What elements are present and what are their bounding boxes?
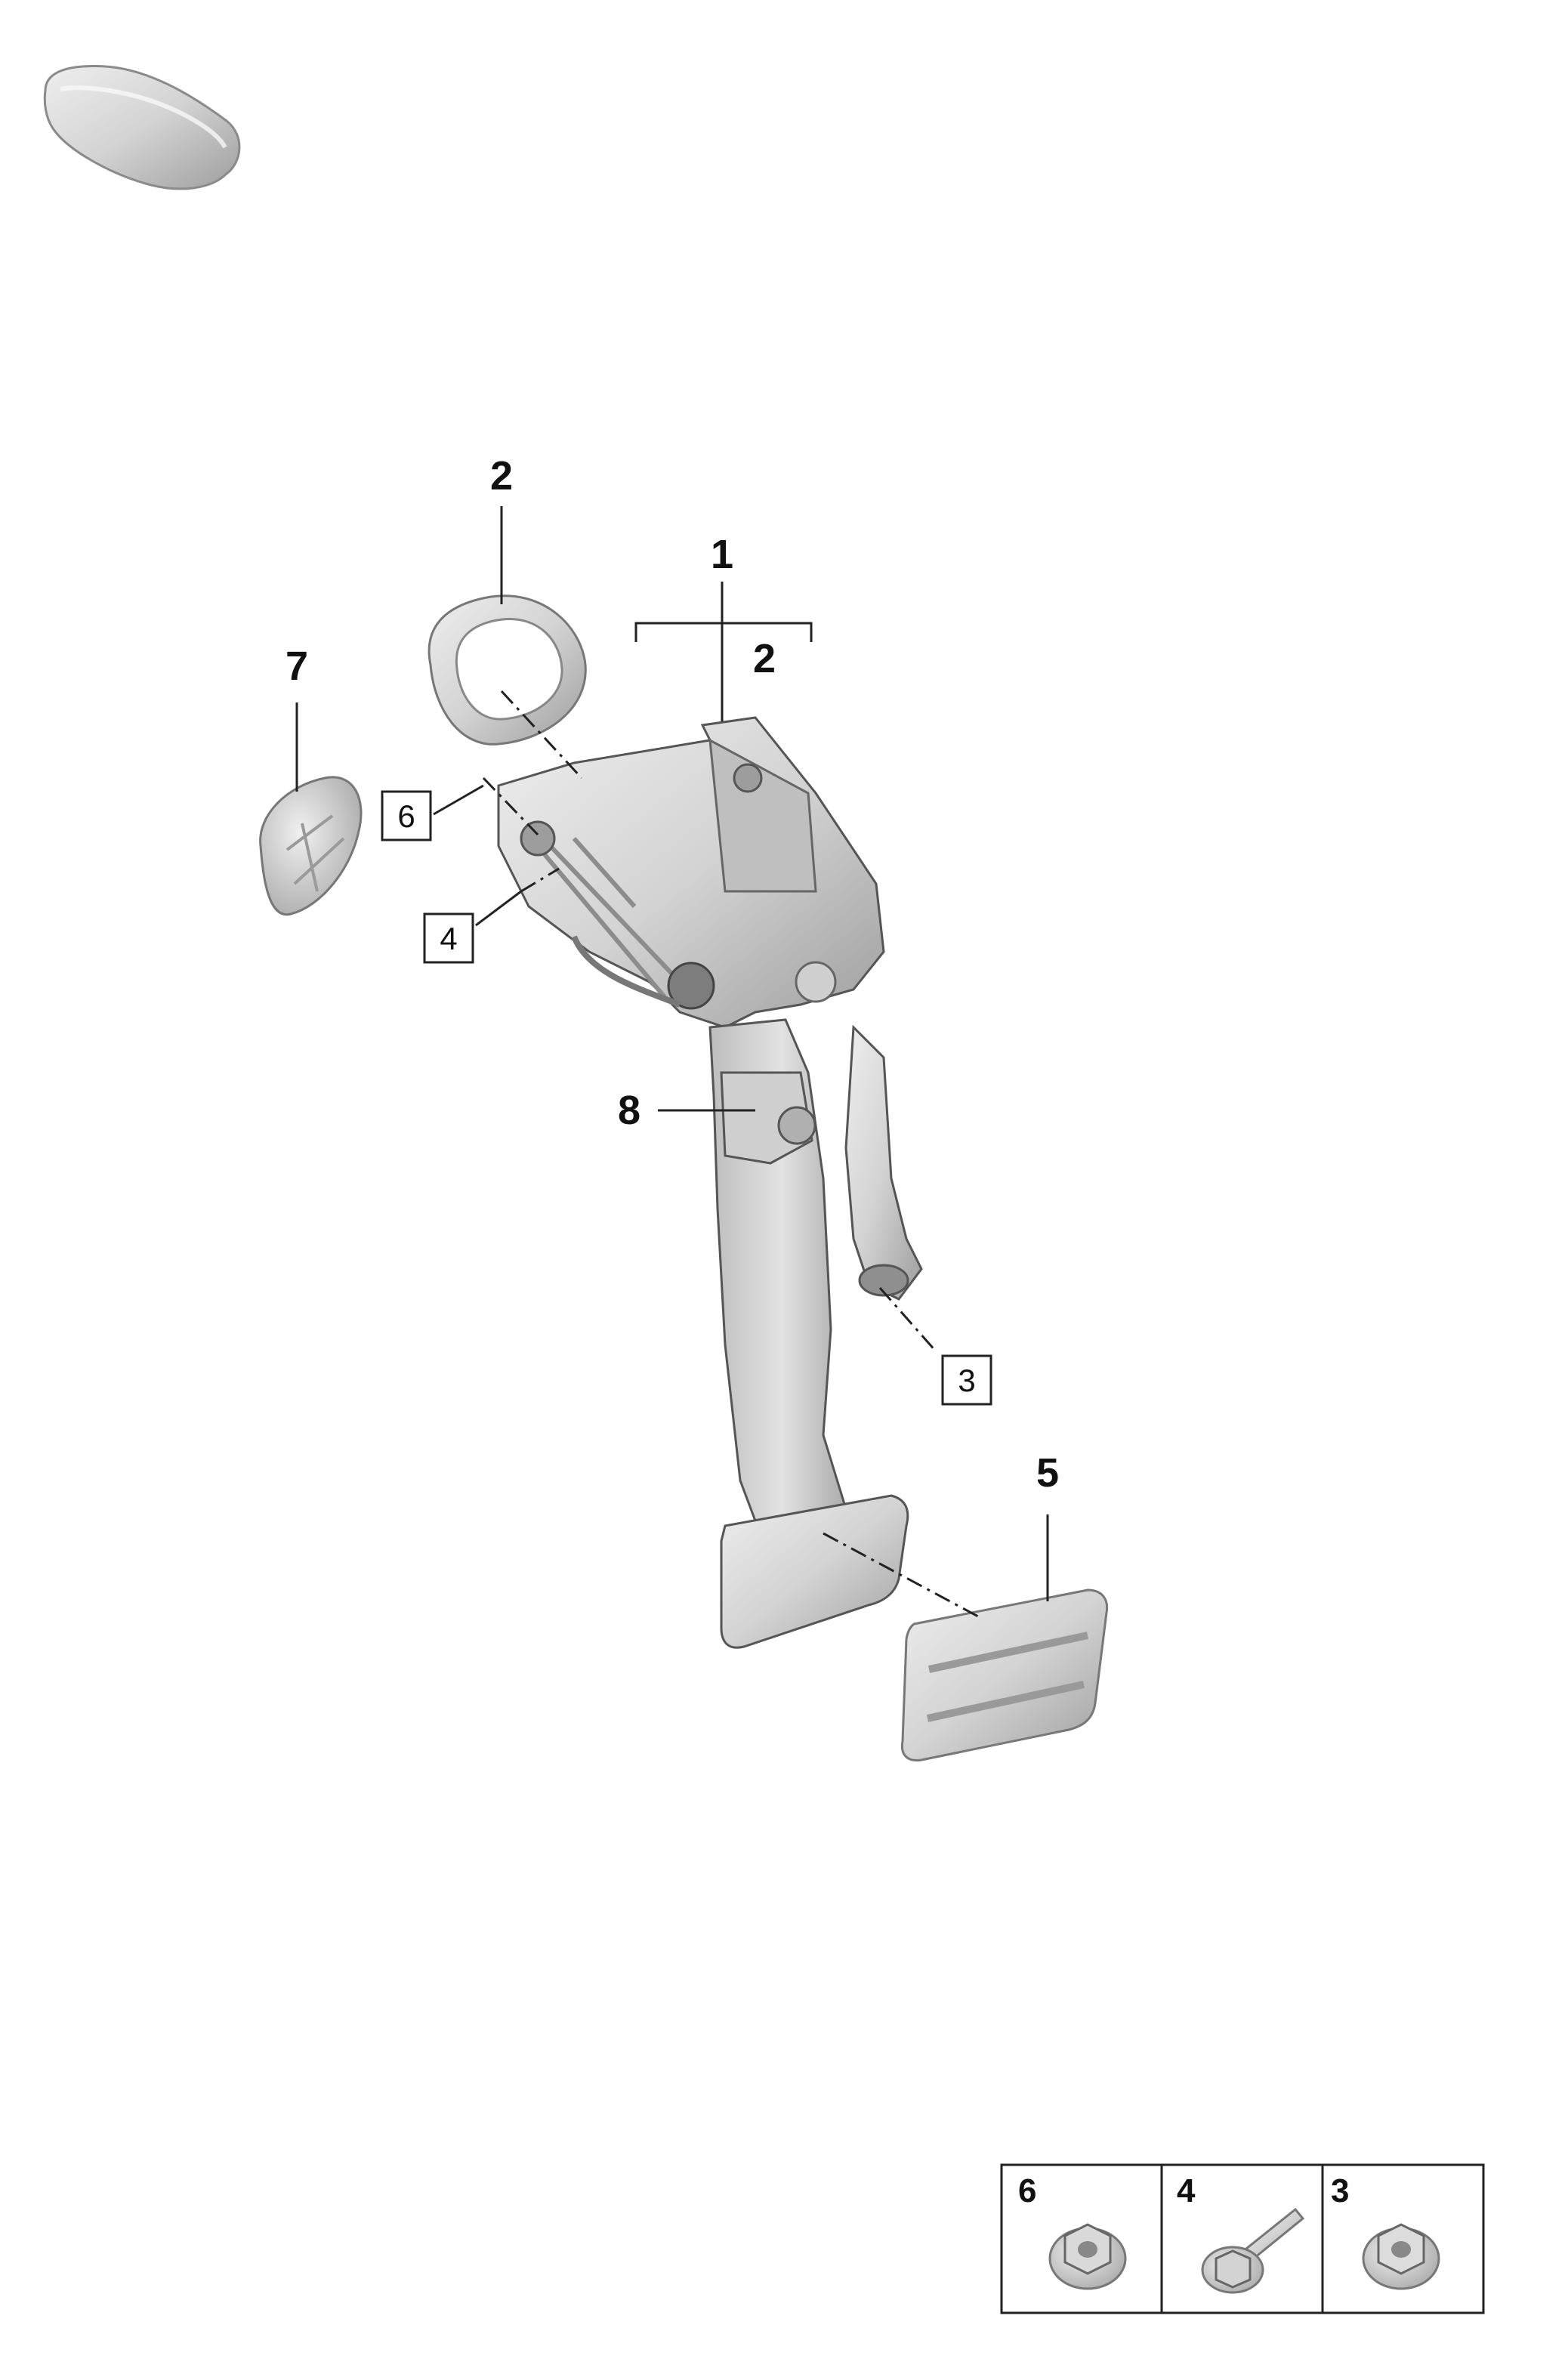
pedal-pad-part (900, 1589, 1109, 1761)
callout-1: 1 (711, 532, 733, 577)
bushing-ring-part (427, 594, 587, 746)
flange-nut-icon (1048, 2223, 1127, 2290)
boxed-label-4: 4 (423, 912, 474, 964)
assembly-line-pad (823, 1532, 979, 1618)
legend-cell-4: 4 (1177, 2172, 1305, 2294)
assembly-line-nut6 (482, 776, 539, 836)
leader-6-box (433, 784, 484, 816)
assembly-line-nut3 (878, 1287, 938, 1353)
legend-cell-3: 3 (1331, 2172, 1440, 2290)
callout-8: 8 (618, 1088, 640, 1133)
callout-2-top: 2 (490, 453, 513, 499)
boxed-label-3: 3 (941, 1354, 992, 1406)
svg-text:3: 3 (958, 1363, 975, 1398)
flange-nut-icon (1362, 2223, 1440, 2290)
pedal-assembly-part (497, 716, 923, 1649)
leader-4-box (475, 890, 522, 927)
assembly-line-ring (500, 690, 583, 780)
svg-text:3: 3 (1331, 2172, 1349, 2209)
callout-5: 5 (1036, 1450, 1059, 1496)
svg-text:6: 6 (1018, 2172, 1036, 2209)
callout-2-group: 2 (753, 636, 776, 681)
boxed-label-6: 6 (381, 790, 432, 841)
hex-bolt-icon (1201, 2207, 1305, 2294)
cap-part (259, 776, 363, 916)
svg-text:6: 6 (397, 798, 415, 834)
assembly-line-bolt4 (520, 867, 560, 893)
svg-text:4: 4 (1177, 2172, 1196, 2209)
svg-text:4: 4 (440, 921, 457, 956)
bracket-1 (634, 622, 813, 642)
callout-7: 7 (286, 644, 308, 689)
switch-block-part (720, 1071, 816, 1165)
fastener-legend: 6 4 3 (1000, 2163, 1485, 2314)
car-silhouette-icon (43, 65, 241, 190)
legend-cell-6: 6 (1018, 2172, 1127, 2290)
